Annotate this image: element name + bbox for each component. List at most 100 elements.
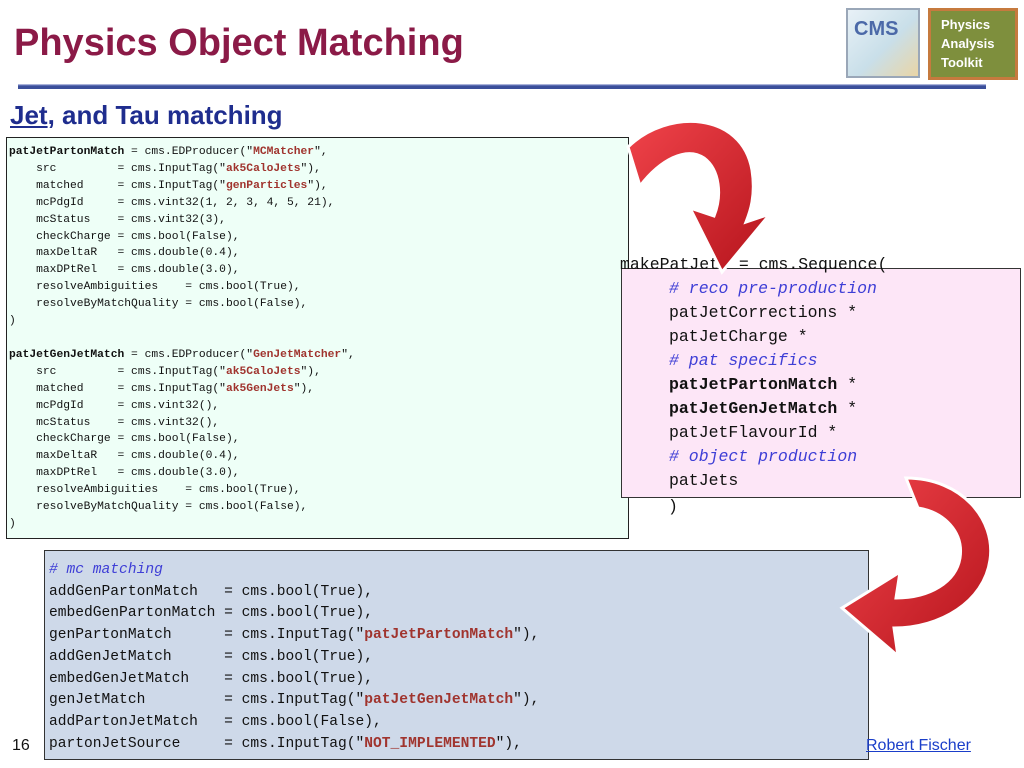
parton-match-name: patJetPartonMatch bbox=[9, 146, 125, 158]
code-param: mcStatus bbox=[36, 416, 111, 429]
parton-match-code: patJetPartonMatch = cms.EDProducer("MCMa… bbox=[9, 144, 628, 533]
sequence-close: ) bbox=[668, 497, 678, 516]
curved-arrow-icon bbox=[839, 476, 993, 660]
code-text: addGenJetMatch = cms.bool(True), bbox=[49, 648, 374, 665]
cms-logo-text: CMS bbox=[854, 18, 899, 40]
code-param: maxDeltaR bbox=[36, 450, 111, 463]
code-param: checkCharge bbox=[36, 433, 111, 446]
jet-link[interactable]: Jet bbox=[10, 100, 48, 130]
author-link[interactable]: Robert Fischer bbox=[866, 737, 971, 754]
code-line: resolveAmbiguities = cms.bool(True), bbox=[9, 279, 628, 296]
code-line: addPartonJetMatch = cms.bool(False), bbox=[49, 712, 868, 734]
code-text: "), bbox=[513, 627, 540, 644]
sequence-line: patJets bbox=[669, 471, 739, 490]
sequence-line-rest: * bbox=[837, 399, 858, 418]
sequence-comment: # reco pre-production bbox=[669, 279, 877, 298]
code-param: mcPdgId bbox=[36, 399, 111, 412]
pat-logo-line: Physics bbox=[941, 17, 991, 32]
slide-title: Physics Object Matching bbox=[14, 22, 464, 64]
code-line: checkCharge = cms.bool(False), bbox=[9, 431, 628, 448]
code-param: mcPdgId bbox=[36, 196, 111, 209]
sequence-comment: # pat specifics bbox=[669, 351, 818, 370]
slide-subtitle: Jet, and Tau matching bbox=[10, 100, 283, 131]
code-line: partonJetSource = cms.InputTag("NOT_IMPL… bbox=[49, 734, 868, 756]
code-text: = cms.InputTag(" bbox=[110, 162, 226, 175]
cms-logo: CMS bbox=[846, 8, 920, 78]
sequence-line-bold: patJetPartonMatch bbox=[669, 375, 838, 394]
sequence-line-rest: * bbox=[837, 375, 858, 394]
parton-match-lines: src = cms.InputTag("ak5CaloJets"), match… bbox=[9, 161, 628, 313]
code-text: partonJetSource = cms.InputTag(" bbox=[49, 735, 365, 752]
mc-comment: # mc matching bbox=[49, 562, 163, 578]
code-line: src = cms.InputTag("ak5CaloJets"), bbox=[9, 161, 628, 178]
code-param: resolveAmbiguities bbox=[36, 281, 179, 294]
matcher-config-box: patJetPartonMatch = cms.EDProducer("MCMa… bbox=[6, 137, 629, 539]
code-param: resolveAmbiguities bbox=[36, 484, 179, 497]
code-string: MCMatcher bbox=[253, 146, 315, 158]
code-line: checkCharge = cms.bool(False), bbox=[9, 229, 628, 246]
code-text: = cms.vint32(3), bbox=[110, 213, 226, 226]
code-text: "), bbox=[300, 162, 321, 175]
code-text: = cms.double(0.4), bbox=[110, 247, 240, 260]
code-text: = cms.double(3.0), bbox=[110, 467, 240, 480]
code-text: = cms.bool(True), bbox=[178, 484, 301, 497]
code-param: matched bbox=[36, 179, 111, 192]
code-text: = cms.EDProducer(" bbox=[124, 348, 254, 361]
code-text: = cms.vint32(1, 2, 3, 4, 5, 21), bbox=[110, 196, 335, 209]
code-line: embedGenJetMatch = cms.bool(True), bbox=[49, 669, 868, 691]
code-text: = cms.EDProducer(" bbox=[124, 146, 254, 158]
code-text: = cms.double(0.4), bbox=[110, 450, 240, 463]
sequence-line: patJetFlavourId * bbox=[669, 423, 838, 442]
code-line: addGenPartonMatch = cms.bool(True), bbox=[49, 582, 868, 604]
code-text: "), bbox=[293, 382, 315, 395]
code-text: "), bbox=[307, 179, 328, 192]
code-text: = cms.InputTag(" bbox=[110, 382, 226, 395]
code-line: resolveByMatchQuality = cms.bool(False), bbox=[9, 296, 628, 313]
code-line: maxDPtRel = cms.double(3.0), bbox=[9, 465, 628, 482]
code-line: addGenJetMatch = cms.bool(True), bbox=[49, 647, 868, 669]
code-text: = cms.vint32(), bbox=[110, 416, 220, 429]
code-line: genJetMatch = cms.InputTag("patJetGenJet… bbox=[49, 690, 868, 712]
subtitle-rest: , and Tau matching bbox=[47, 100, 283, 130]
logo-group: CMS Physics Analysis Toolkit bbox=[846, 8, 1020, 80]
code-text: = cms.bool(False), bbox=[110, 230, 240, 243]
code-text: "), bbox=[300, 365, 321, 378]
code-text: = cms.vint32(), bbox=[110, 399, 220, 412]
sequence-line: patJetCorrections * bbox=[669, 303, 858, 322]
code-line: maxDeltaR = cms.double(0.4), bbox=[9, 448, 628, 465]
code-string: ak5CaloJets bbox=[225, 365, 301, 378]
pat-logo-line: Analysis bbox=[941, 36, 995, 51]
code-text: ", bbox=[314, 146, 328, 158]
code-text: = cms.bool(True), bbox=[178, 281, 301, 294]
title-divider bbox=[18, 84, 986, 89]
code-text: ", bbox=[341, 348, 355, 361]
code-line: maxDeltaR = cms.double(0.4), bbox=[9, 245, 628, 262]
code-text: "), bbox=[513, 692, 540, 709]
code-text: addPartonJetMatch = cms.bool(False), bbox=[49, 713, 382, 730]
sequence-code: # reco pre-production patJetCorrections … bbox=[669, 277, 877, 493]
code-string: genParticles bbox=[225, 179, 308, 192]
code-string: patJetPartonMatch bbox=[364, 627, 514, 644]
code-text: embedGenJetMatch = cms.bool(True), bbox=[49, 670, 374, 687]
pat-logo: Physics Analysis Toolkit bbox=[928, 8, 1018, 80]
code-param: resolveByMatchQuality bbox=[36, 501, 179, 514]
page-number: 16 bbox=[12, 737, 30, 754]
sequence-comment: # object production bbox=[669, 447, 858, 466]
sequence-line-bold: patJetGenJetMatch bbox=[669, 399, 838, 418]
code-param: resolveByMatchQuality bbox=[36, 298, 179, 311]
code-text: addGenPartonMatch = cms.bool(True), bbox=[49, 583, 374, 600]
code-string: patJetGenJetMatch bbox=[364, 692, 514, 709]
code-text: = cms.InputTag(" bbox=[110, 179, 226, 192]
pat-logo-line: Toolkit bbox=[941, 55, 983, 70]
code-line: mcPdgId = cms.vint32(1, 2, 3, 4, 5, 21), bbox=[9, 195, 628, 212]
code-text: = cms.bool(False), bbox=[178, 501, 308, 514]
code-line: mcPdgId = cms.vint32(), bbox=[9, 398, 628, 415]
sequence-line: patJetCharge * bbox=[669, 327, 808, 346]
code-text: "), bbox=[495, 735, 522, 752]
genjet-match-name: patJetGenJetMatch bbox=[9, 348, 125, 361]
mc-matching-box: # mc matching addGenPartonMatch = cms.bo… bbox=[44, 550, 869, 760]
code-param: mcStatus bbox=[36, 213, 111, 226]
code-text: = cms.InputTag(" bbox=[110, 365, 226, 378]
mc-matching-lines: addGenPartonMatch = cms.bool(True), embed… bbox=[49, 582, 868, 756]
